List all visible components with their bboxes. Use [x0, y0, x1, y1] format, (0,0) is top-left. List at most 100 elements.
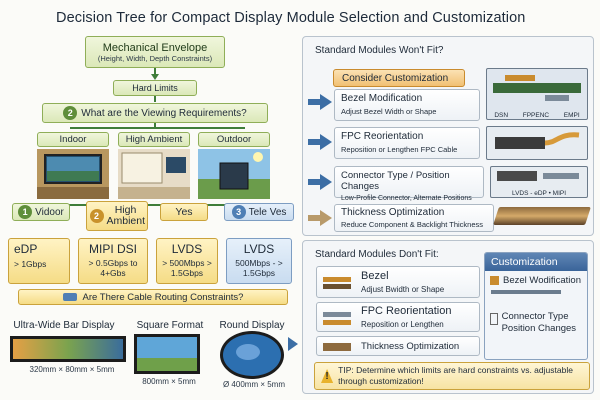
- card-title: FPC Reorientation: [341, 131, 424, 142]
- tip-text: TIP: Determine which limits are hard con…: [338, 365, 573, 386]
- fpc-icon: [323, 312, 351, 325]
- cable-question: Are There Cable Routing Constraints?: [82, 291, 244, 303]
- bright-room-image: [118, 149, 190, 199]
- warning-icon: !: [321, 369, 334, 383]
- item-sub: Adjust Bwidth or Shape: [361, 285, 445, 294]
- fpc-item[interactable]: FPC Reorientation Reposition or Lengthen: [316, 302, 480, 332]
- connector-type-card[interactable]: Connector Type / Position Changes Low-Pr…: [334, 166, 484, 202]
- branch-indoor[interactable]: 1 Vidoor: [12, 203, 70, 221]
- bezel-modification-card[interactable]: Bezel Modification Adjust Bezel Width or…: [334, 89, 480, 121]
- step-number: 2: [89, 209, 104, 223]
- item-title: Bezel: [361, 270, 389, 282]
- format-name: Ultra-Wide Bar Display: [13, 320, 115, 331]
- round-display-image: [220, 331, 284, 379]
- hard-limits-box: Hard Limits: [113, 80, 197, 96]
- interface-name: LVDS: [243, 242, 275, 256]
- format-name: Square Format: [136, 320, 204, 331]
- env-label: Indoor: [37, 132, 109, 147]
- interface-mipi-dsi[interactable]: MIPI DSI > 0.5Gbps to 4+Gbs: [78, 238, 148, 284]
- branch-yes[interactable]: Yes: [160, 203, 208, 221]
- panel-heading: Standard Modules Won't Fit?: [315, 45, 444, 56]
- indoor-room-image: [37, 149, 109, 199]
- card-sub: Reposition or Lengthen FPC Cable: [341, 145, 458, 154]
- interface-edp[interactable]: eDP > 1Gbps: [8, 238, 70, 284]
- tip-box: ! TIP: Determine which limits are hard c…: [314, 362, 590, 390]
- branch-label: Vidoor: [35, 206, 64, 218]
- thumb-label: LVDS - eDP • MIPI: [511, 190, 567, 197]
- connector-image: [497, 171, 579, 181]
- interface-spec: > 1Gbps: [14, 259, 47, 269]
- env-label: Outdoor: [198, 132, 270, 147]
- branch-label: Tele Ves: [248, 206, 287, 218]
- arrow-shaft: [308, 139, 322, 145]
- connector-line: [70, 127, 245, 129]
- card-sub: Reduce Component & Backlight Thickness: [341, 220, 484, 229]
- bezel-thumbnail: DSN FPPENC EMPI: [486, 68, 588, 120]
- bezel-strip-image: [491, 290, 561, 294]
- connector-icon: [490, 313, 498, 325]
- card-sub: Low-Profile Connector, Alternate Positio…: [341, 195, 472, 202]
- interface-spec: > 0.5Gbps to 4+Gbs: [88, 258, 138, 278]
- thumb-label: FPPENC: [522, 112, 550, 119]
- interface-name: eDP: [14, 242, 38, 256]
- customization-heading: Customization: [485, 253, 587, 271]
- bezel-icon: [323, 277, 351, 289]
- connector-line: [154, 68, 156, 77]
- arrow-shaft: [308, 179, 322, 185]
- card-title: Bezel Modification: [341, 93, 423, 104]
- format-dims: Ø 400mm × 5mm: [222, 380, 285, 389]
- bezel-item[interactable]: Bezel Adjust Bwidth or Shape: [316, 266, 480, 298]
- arrow-shaft: [308, 99, 322, 105]
- env-indoor[interactable]: Indoor: [37, 132, 109, 200]
- env-high-ambient[interactable]: High Ambient: [118, 132, 190, 200]
- thickness-panel-image: [493, 207, 591, 225]
- interface-name: LVDS: [171, 242, 203, 256]
- branch-tele-ves[interactable]: 3 Tele Ves: [224, 203, 294, 221]
- arrow-right-icon: [320, 174, 332, 190]
- viewing-question: What are the Viewing Requirements?: [81, 107, 247, 119]
- item-sub: Reposition or Lengthen: [361, 320, 444, 329]
- custom-item: Connector Type Position Changes: [501, 311, 577, 334]
- interface-spec: > 500Mbps > 1.5Gbps: [162, 258, 212, 278]
- item-title: FPC Reorientation: [361, 305, 452, 317]
- fpc-reorientation-card[interactable]: FPC Reorientation Reposition or Lengthen…: [334, 127, 480, 159]
- customization-box: Customization Bezel Wodification Connect…: [484, 252, 588, 360]
- arrow-left-icon: [285, 336, 301, 352]
- viewing-requirements-box: 2 What are the Viewing Requirements?: [42, 103, 268, 123]
- card-title: Thickness Optimization: [341, 207, 445, 218]
- format-dims: 320mm × 80mm × 5mm: [29, 365, 115, 374]
- format-name: Round Display: [219, 320, 285, 331]
- page-title: Decision Tree for Compact Display Module…: [56, 10, 526, 26]
- thumb-label: DSN: [494, 112, 509, 119]
- thickness-optimization-card[interactable]: Thickness Optimization Reduce Component …: [334, 204, 494, 232]
- branch-label: High Ambient: [106, 204, 146, 227]
- arrow-shaft: [308, 215, 322, 221]
- step-number: 3: [231, 205, 246, 219]
- step-number: 2: [63, 106, 78, 120]
- custom-item: Bezel Wodification: [503, 275, 581, 286]
- interface-name: MIPI DSI: [88, 242, 137, 256]
- interface-lvds-alt[interactable]: LVDS 500Mbps - > 1.5Gbps: [226, 238, 292, 284]
- thumb-label: EMPI: [563, 112, 580, 119]
- arrow-right-icon: [320, 210, 332, 226]
- connector-line: [154, 123, 156, 128]
- thickness-item[interactable]: Thickness Optimization: [316, 336, 480, 356]
- arrow-right-icon: [320, 94, 332, 110]
- panel-heading: Standard Modules Don't Fit:: [315, 249, 439, 260]
- card-sub: Adjust Bezel Width or Shape: [341, 107, 437, 116]
- pcb-strip-image: [493, 75, 581, 101]
- arrow-right-icon: [320, 134, 332, 150]
- format-dims: 800mm × 5mm: [142, 377, 196, 386]
- cable-routing-box: Are There Cable Routing Constraints?: [18, 289, 288, 305]
- cable-icon: [62, 293, 77, 301]
- ultra-wide-bar-image: [10, 336, 126, 362]
- interface-lvds[interactable]: LVDS > 500Mbps > 1.5Gbps: [156, 238, 218, 284]
- env-label: High Ambient: [118, 132, 190, 147]
- branch-high-ambient[interactable]: 2 High Ambient: [86, 201, 148, 231]
- env-outdoor[interactable]: Outdoor: [198, 132, 270, 200]
- interface-spec: 500Mbps - > 1.5Gbps: [235, 258, 283, 278]
- thickness-icon: [323, 343, 351, 351]
- envelope-sub: (Height, Width, Depth Constraints): [97, 53, 213, 63]
- card-title: Connector Type / Position Changes: [341, 170, 450, 192]
- outdoor-scene-image: [198, 149, 270, 199]
